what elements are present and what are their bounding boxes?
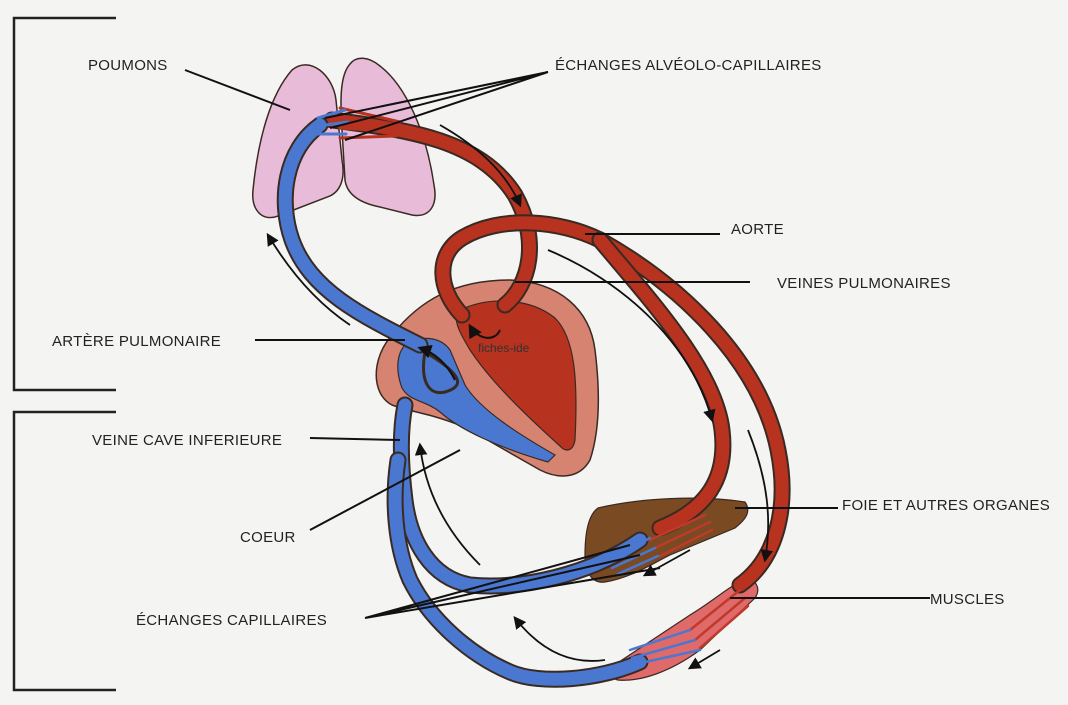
label-foie: FOIE ET AUTRES ORGANES — [842, 497, 1050, 514]
label-echanges-capillaires: ÉCHANGES CAPILLAIRES — [136, 612, 327, 629]
label-muscles: MUSCLES — [930, 591, 1005, 608]
label-aorte: AORTE — [731, 221, 784, 238]
watermark-text: fiches-ide — [478, 341, 530, 355]
label-poumons: POUMONS — [88, 57, 168, 74]
label-veine-cave: VEINE CAVE INFERIEURE — [92, 432, 282, 449]
label-veines-pulmonaires: VEINES PULMONAIRES — [777, 275, 951, 292]
label-echanges-alveolo: ÉCHANGES ALVÉOLO-CAPILLAIRES — [555, 57, 822, 74]
bracket-lower — [14, 412, 116, 690]
label-artere-pulmonaire: ARTÈRE PULMONAIRE — [52, 333, 221, 350]
label-coeur: COEUR — [240, 529, 296, 546]
liver-shape — [585, 498, 748, 582]
